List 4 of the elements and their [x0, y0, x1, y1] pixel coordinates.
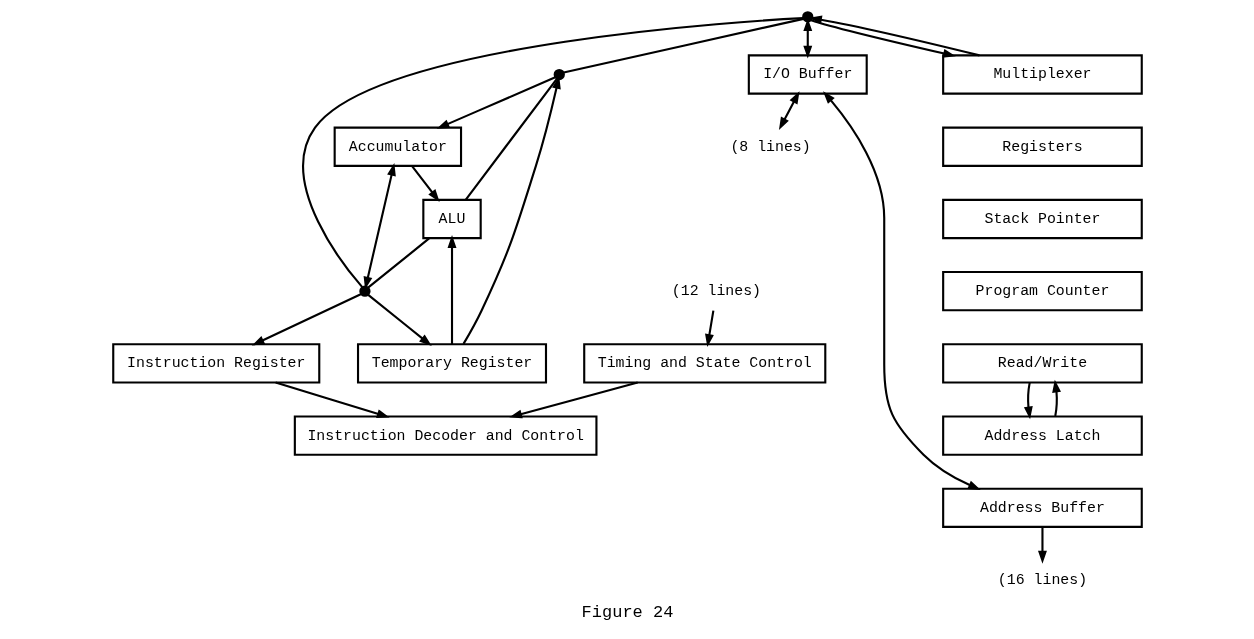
- node-text: (16 lines): [997, 571, 1087, 588]
- caption: Figure 24: [581, 602, 673, 622]
- node-text: (8 lines): [729, 138, 811, 155]
- node-text: (12 lines): [671, 283, 761, 300]
